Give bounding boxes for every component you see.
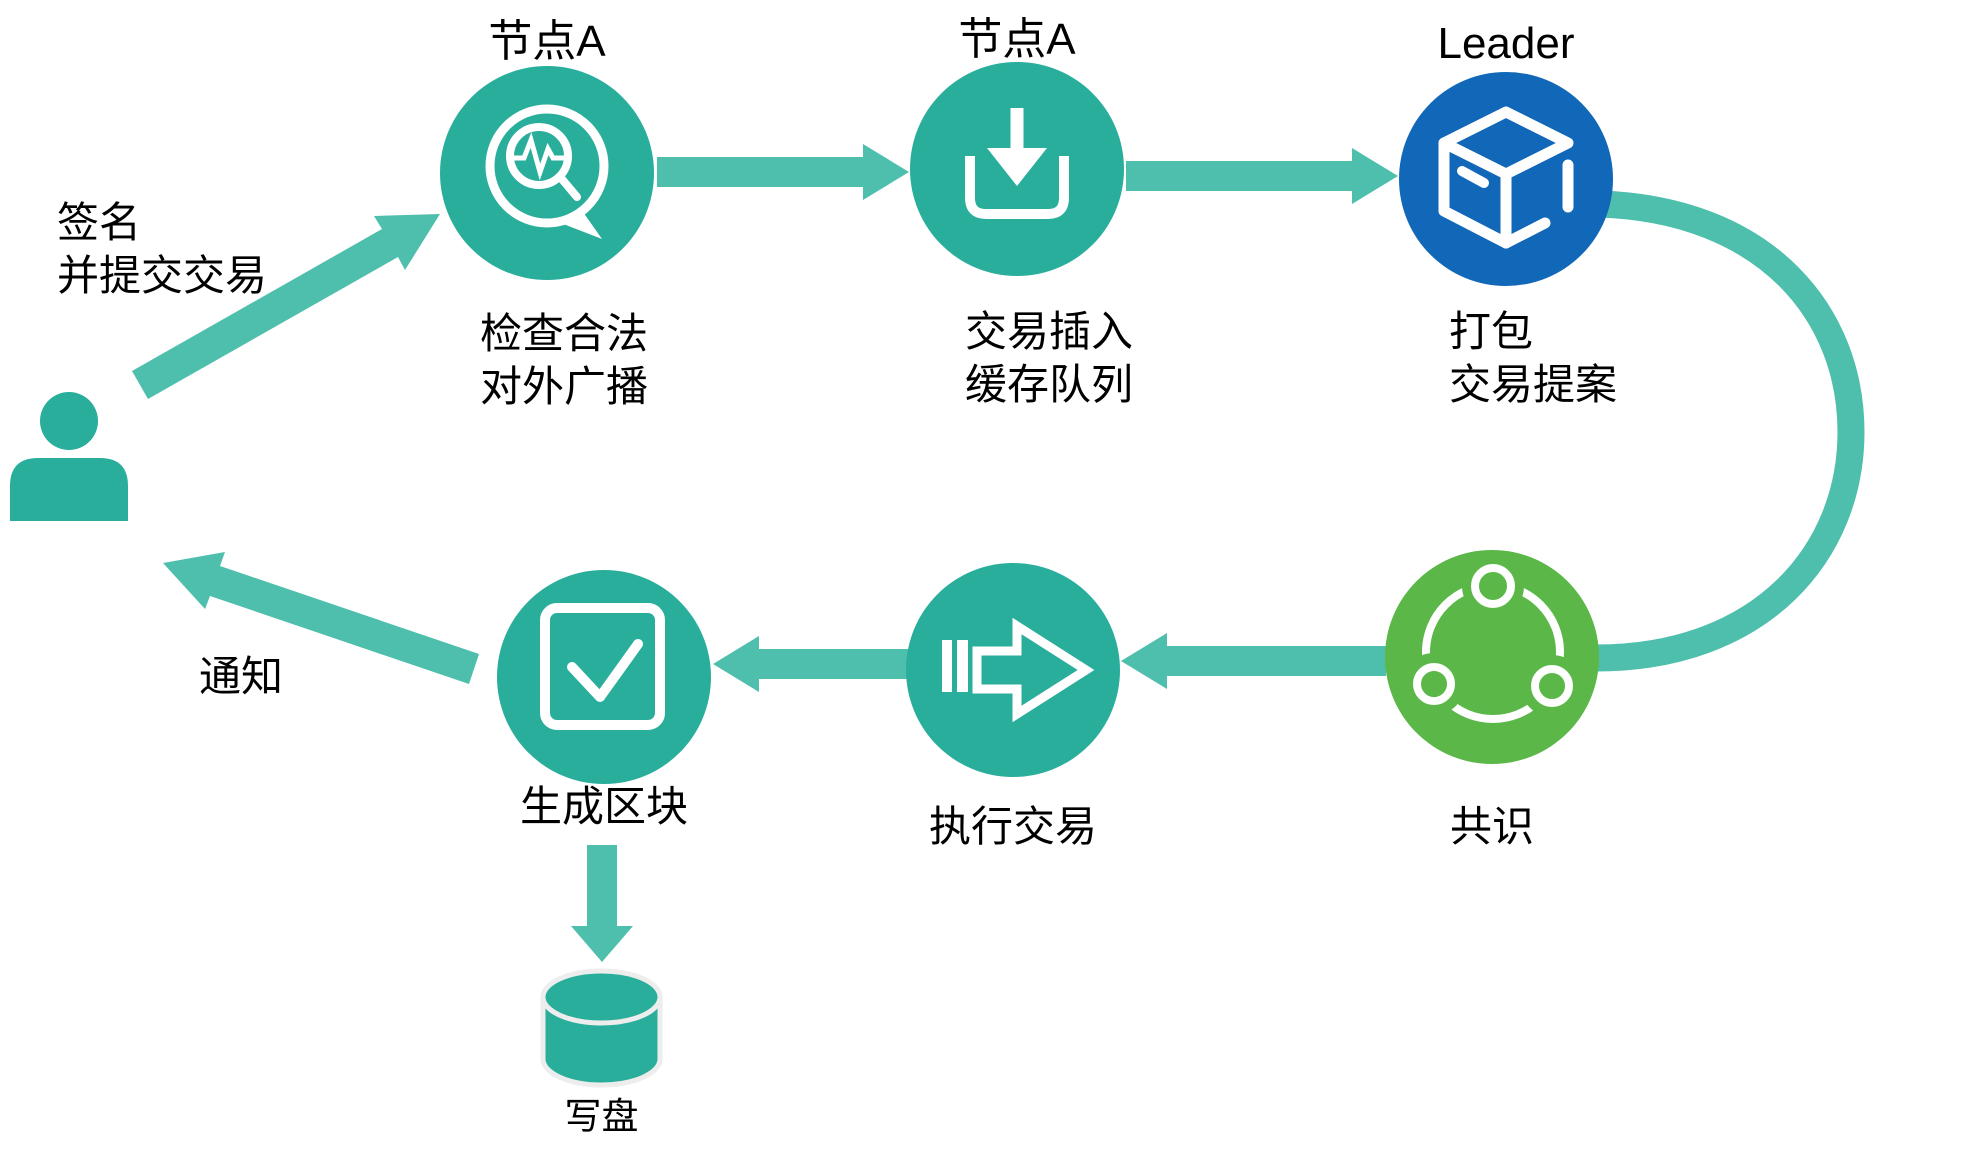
- person-icon: [10, 392, 128, 521]
- node-enqueue-label: 交易插入 缓存队列: [965, 308, 1134, 408]
- arrow-block-to-disk: [571, 845, 633, 962]
- arrow-enqueue-to-leader: [1126, 148, 1398, 204]
- node-leader-circle: [1399, 72, 1613, 286]
- arc-leader-to-consensus: [1595, 190, 1865, 672]
- node-check-circle: [440, 66, 654, 280]
- inbox-download-icon: [965, 108, 1069, 219]
- edge-sign-submit-label: 签名 并提交交易: [57, 199, 268, 299]
- node-execute-circle: [906, 563, 1120, 777]
- storage-label: 写盘: [564, 1096, 639, 1137]
- node-leader-label: 打包 交易提案: [1449, 308, 1618, 408]
- database-cylinder-icon: [540, 968, 663, 1088]
- arrow-notify: [163, 552, 479, 684]
- magnifier-speech-icon: [485, 104, 609, 239]
- node-block-circle: [497, 570, 711, 784]
- node-consensus-circle: [1385, 550, 1599, 764]
- arrow-sign-submit: [132, 214, 440, 399]
- node-check-top-label: 节点A: [488, 17, 606, 66]
- share-network-icon: [1403, 555, 1583, 723]
- edge-notify-label: 通知: [199, 653, 284, 700]
- node-execute-label: 执行交易: [928, 803, 1097, 850]
- package-box-icon: [1438, 106, 1574, 249]
- arrow-execute-to-block: [713, 636, 908, 692]
- node-consensus-label: 共识: [1449, 803, 1534, 850]
- node-leader-top-label: Leader: [1437, 19, 1575, 68]
- node-check-label: 检查合法 对外广播: [480, 310, 649, 410]
- arrow-check-to-enqueue: [657, 144, 909, 200]
- checkbox-icon: [540, 603, 665, 730]
- node-block-label: 生成区块: [519, 783, 688, 830]
- forward-arrow-icon: [942, 617, 1095, 723]
- arrow-consensus-to-execute: [1121, 633, 1386, 689]
- node-enqueue-circle: [910, 62, 1124, 276]
- node-enqueue-top-label: 节点A: [958, 15, 1076, 64]
